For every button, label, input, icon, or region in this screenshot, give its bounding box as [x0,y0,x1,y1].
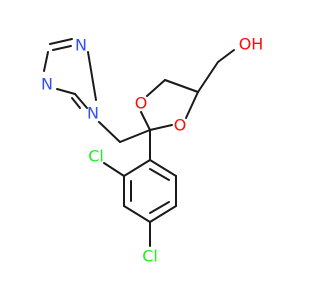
ring-oxygen-2-label: O [174,116,187,135]
triazole-n1-label: N [87,104,99,123]
triazole-n2-label: N [75,36,87,55]
bond-ar-c1-c2 [123,159,151,177]
bond-ar-c4-c5 [149,205,177,223]
structure-svg: OH O O N N N Cl Cl [41,35,264,266]
molecule-diagram: OH O O N N N Cl Cl [41,34,264,266]
bond-ring-ch2 [197,61,219,93]
bond-n2-n1 [87,51,97,101]
bond-ch2-n1 [98,121,121,143]
bond-c5-o1 [146,79,166,97]
bond-c4-c5 [164,79,199,93]
bond-ar-c6-c1 [149,159,177,177]
chlorine-ortho-label: Cl [88,147,104,166]
bond-c2-o3 [149,124,173,131]
bond-o1-c2 [140,111,151,131]
triazole-n4-label: N [41,75,53,94]
bond-ar-cl-ortho [103,162,125,177]
bond-n4-c3 [43,51,49,72]
ring-oxygen-1-label: O [135,94,148,113]
bond-ar-c6-c1-inner [149,168,170,181]
hydroxyl-label: OH [239,35,264,54]
bond-c5-n4 [56,88,76,95]
bond-ar-c4-c5-inner [149,201,170,214]
bond-o3-c4 [185,91,199,119]
bond-c3-n2-inner [52,45,72,51]
bond-ar-c3-c4 [123,205,151,223]
bond-ch2-oh [217,49,235,63]
bond-c3-n2 [49,38,73,45]
chlorine-para-label: Cl [142,247,158,266]
bond-n1-c5-inner [71,97,81,109]
bond-c2-ch2 [119,129,151,143]
bond-n1-c5 [74,93,88,109]
